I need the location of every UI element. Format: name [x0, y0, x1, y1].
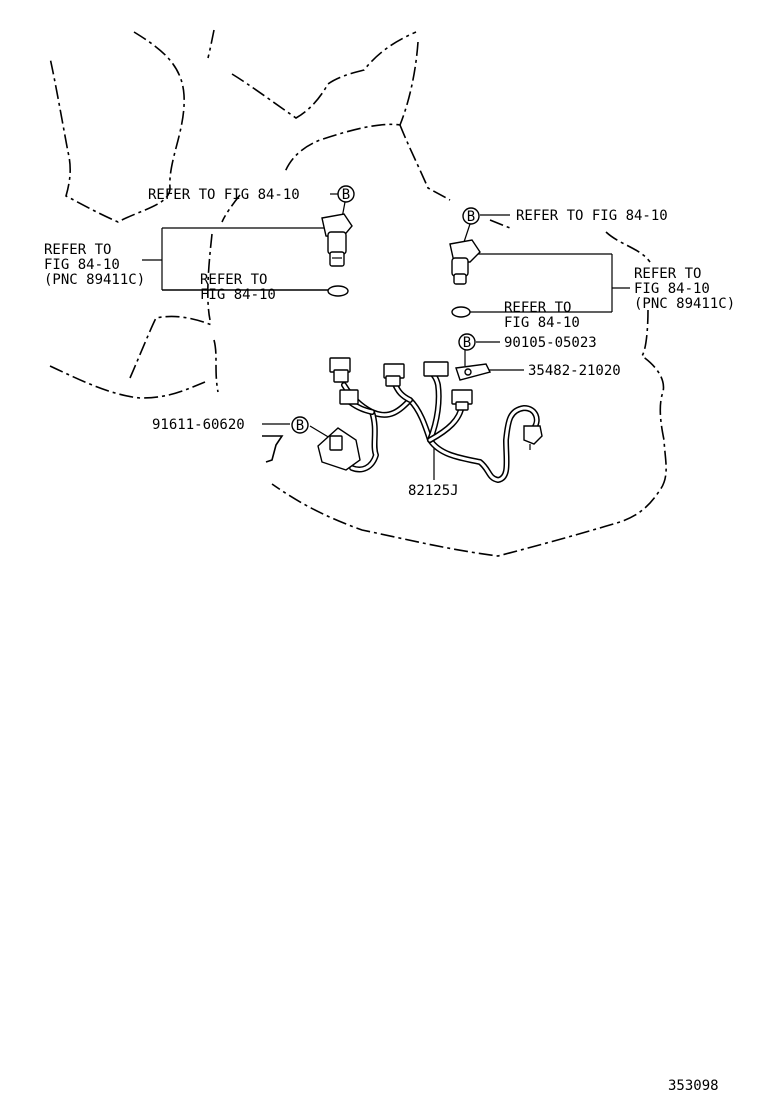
callout-right-oring-line1: REFER TO [504, 300, 571, 316]
marker-b-4: B [291, 416, 309, 434]
callout-right-oring-line2: FIG 84-10 [504, 315, 580, 331]
part-number-bracket: 35482-21020 [528, 363, 621, 379]
part-number-bolt-left: 91611-60620 [152, 417, 245, 433]
callout-left-oring-line2: FIG 84-10 [200, 287, 276, 303]
callout-right-pnc-line1: REFER TO [634, 266, 701, 282]
marker-b-label: B [342, 187, 350, 203]
callout-right-pnc-line2: FIG 84-10 [634, 281, 710, 297]
marker-b-2: B [462, 207, 480, 225]
callout-left-oring-line1: REFER TO [200, 272, 267, 288]
callout-left-pnc-line1: REFER TO [44, 242, 111, 258]
part-number-bolt-b: 90105-05023 [504, 335, 597, 351]
part-number-harness: 82125J [408, 483, 459, 499]
figure-number: 353098 [668, 1078, 719, 1094]
sensor-left [321, 213, 353, 267]
o-ring-left [327, 285, 349, 297]
engine-outline [49, 29, 667, 557]
callout-right-top: REFER TO FIG 84-10 [516, 208, 668, 224]
leader-lines [142, 193, 630, 480]
callout-left-pnc-line3: (PNC 89411C) [44, 272, 145, 288]
callout-left-top: REFER TO FIG 84-10 [148, 187, 300, 203]
sensor-right [449, 239, 481, 285]
marker-b-1: B [337, 185, 355, 203]
o-ring-right [451, 306, 471, 318]
marker-b-label: B [467, 209, 475, 225]
callout-right-pnc-line3: (PNC 89411C) [634, 296, 735, 312]
callout-left-pnc-line2: FIG 84-10 [44, 257, 120, 273]
marker-b-3: B [458, 333, 476, 351]
marker-b-label: B [463, 335, 471, 351]
marker-b-label: B [296, 418, 304, 434]
wire-harness [317, 357, 543, 483]
bracket-part [455, 363, 492, 381]
